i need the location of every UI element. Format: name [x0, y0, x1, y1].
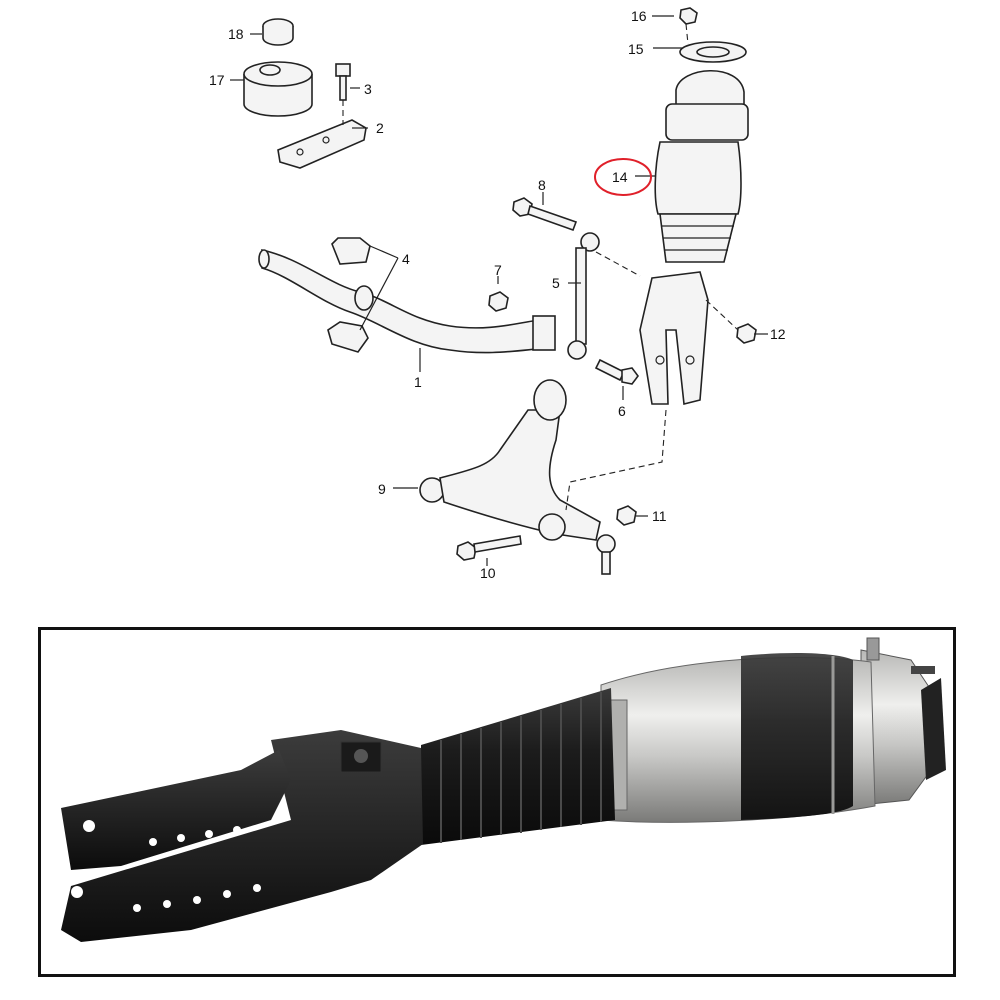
- highlight-circle: [594, 158, 652, 196]
- callout-3: 3: [364, 81, 372, 97]
- part-11-nut: [616, 505, 637, 526]
- callout-14: 14: [612, 169, 628, 185]
- callout-16: 16: [631, 8, 647, 24]
- callout-4: 4: [402, 251, 410, 267]
- product-photo-frame: [38, 627, 956, 977]
- part-6-bolt: [594, 358, 639, 385]
- part-9-control-arm: [419, 379, 616, 575]
- part-8-bolt: [512, 197, 578, 232]
- callout-18: 18: [228, 26, 244, 42]
- callout-17: 17: [209, 72, 225, 88]
- part-10-bolt: [456, 535, 522, 561]
- part-12-nut: [736, 323, 757, 344]
- assembly-line: [595, 251, 641, 277]
- part-14-air-strut: [639, 70, 749, 405]
- exploded-parts-diagram: 18 17 3 2 4 1 7 5 6 8 9 10 11 12 14 15 1…: [209, 7, 786, 581]
- part-16-nut: [679, 7, 698, 25]
- callout-2: 2: [376, 120, 384, 136]
- part-7-nut: [488, 291, 509, 312]
- callout-10: 10: [480, 565, 496, 581]
- diagram-svg: 18 17 3 2 4 1 7 5 6 8 9 10 11 12 14 15 1…: [209, 7, 786, 581]
- assembly-line: [565, 409, 667, 511]
- callout-11: 11: [652, 508, 667, 524]
- fork-holes: [71, 820, 261, 912]
- part-4-bushings: [327, 237, 374, 353]
- lower-fork: [61, 730, 423, 942]
- part-5-coupling-link: [567, 232, 600, 360]
- callout-15: 15: [628, 41, 644, 57]
- callout-1: 1: [414, 374, 422, 390]
- assembly-line: [705, 299, 739, 331]
- leader-lines: [230, 15, 768, 566]
- callout-5: 5: [552, 275, 560, 291]
- air-spring-body: [600, 653, 876, 823]
- callout-6: 6: [618, 403, 626, 419]
- part-15-top-plate: [679, 41, 747, 63]
- bellows-boot: [421, 688, 615, 845]
- part-18-cap: [262, 18, 294, 46]
- callout-12: 12: [770, 326, 786, 342]
- callout-9: 9: [378, 481, 386, 497]
- part-17-mount: [243, 61, 313, 117]
- callout-7: 7: [494, 262, 502, 278]
- assembly-line: [685, 23, 689, 45]
- air-strut-photo: [61, 637, 946, 942]
- callout-8: 8: [538, 177, 546, 193]
- part-2-bracket: [277, 100, 367, 169]
- part-3-bolt: [335, 63, 351, 101]
